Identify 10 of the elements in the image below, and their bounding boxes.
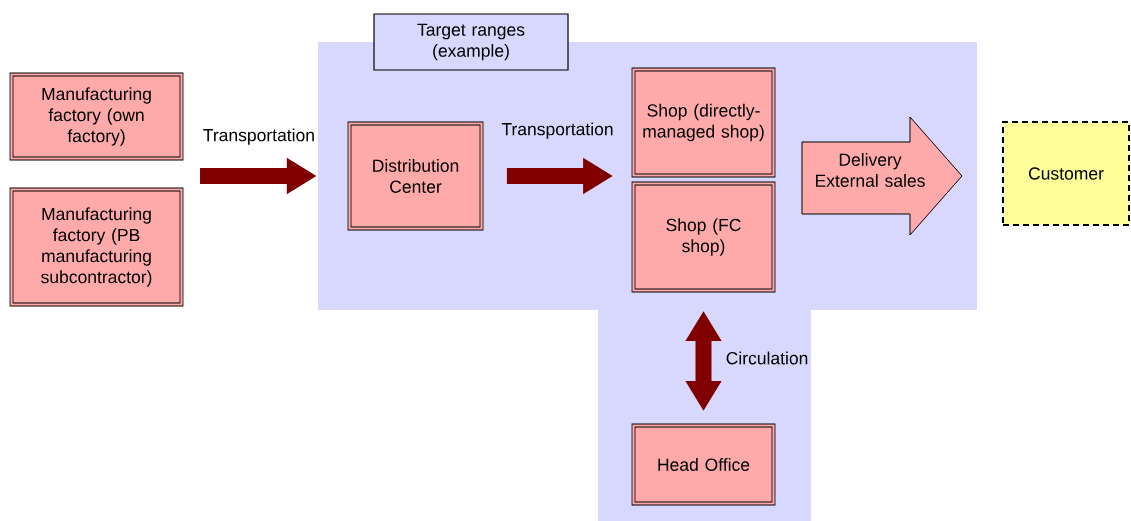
process-box: Shop (FC shop) — [631, 181, 776, 293]
edge-label: Transportation — [201, 127, 316, 146]
process-box: Manufacturing factory (PB manufacturing subcontractor) — [9, 187, 184, 307]
process-box: Distribution Center — [347, 121, 484, 231]
edge-label: Transportation — [500, 121, 615, 140]
heading-box: Target ranges (example) — [373, 13, 569, 71]
process-box: Head Office — [631, 423, 776, 506]
process-box: Shop (directly-managed shop) — [631, 67, 776, 178]
process-box: Manufacturing factory (own factory) — [9, 72, 184, 161]
customer-box: Customer — [1002, 121, 1130, 226]
